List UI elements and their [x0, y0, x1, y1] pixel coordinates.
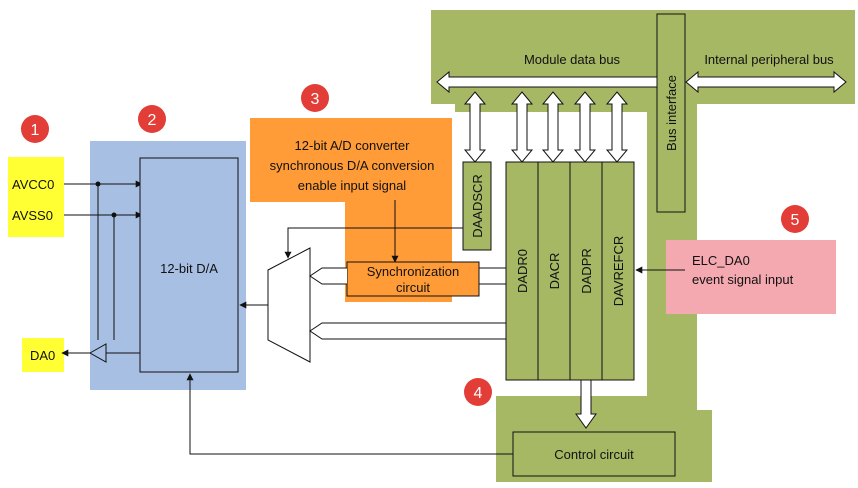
sync-circuit	[346, 261, 480, 297]
register-dacr-label: DACR	[547, 253, 562, 290]
badge-3-label: 3	[311, 91, 320, 108]
register-davrefcr	[601, 161, 635, 381]
module-bus-label: Module data bus	[524, 52, 621, 67]
badge-2: 2	[138, 105, 166, 133]
badge-5: 5	[781, 205, 809, 233]
elc-region	[666, 240, 836, 314]
dac-block-label: 12-bit D/A	[160, 261, 218, 276]
elc-line2: event signal input	[692, 272, 794, 287]
register-bus-arrows	[463, 91, 629, 163]
register-dadr0	[505, 161, 539, 381]
dac-block	[139, 157, 239, 373]
register-to-control-arrow	[575, 379, 597, 429]
sync-region	[250, 118, 452, 302]
register-dacr	[537, 161, 571, 381]
register-daadscr-label: DAADSCR	[470, 174, 485, 238]
sync-circuit-line2: circuit	[396, 280, 430, 295]
bus-interface	[656, 13, 686, 213]
badge-2-label: 2	[148, 112, 157, 129]
badge-4-label: 4	[474, 385, 483, 402]
module-region	[431, 10, 855, 482]
badge-4: 4	[464, 378, 492, 406]
register-davrefcr-label: DAVREFCR	[611, 236, 626, 307]
pin-region	[8, 157, 64, 237]
elc-line1: ELC_DA0	[692, 253, 750, 268]
bus-sync-to-mux	[309, 267, 347, 285]
register-daadscr	[462, 161, 492, 251]
control-circuit-label: Control circuit	[554, 447, 634, 462]
sync-input-line2: synchronous D/A conversion	[270, 158, 435, 173]
bus-dadr-to-mux	[309, 322, 506, 340]
pin-da-label: DA0	[30, 348, 55, 363]
badge-1: 1	[21, 115, 49, 143]
badge-3: 3	[301, 84, 329, 112]
mux-select-line	[284, 227, 465, 259]
bus-dadr-to-sync	[479, 267, 506, 285]
pin-avss-label: AVSS0	[12, 208, 53, 223]
pin-region-da	[22, 338, 64, 372]
control-to-dac-line	[186, 373, 513, 455]
sync-circuit-line1: Synchronization	[367, 264, 460, 279]
badge-1-label: 1	[31, 122, 40, 139]
bus-interface-label: Bus interface	[664, 75, 679, 151]
pin-avcc-label: AVCC0	[12, 177, 54, 192]
internal-bus-label: Internal peripheral bus	[704, 52, 834, 67]
sync-input-line1: 12-bit A/D converter	[295, 138, 411, 153]
register-dadpr-label: DADPR	[579, 248, 594, 294]
sync-input-line3: enable input signal	[298, 178, 407, 193]
internal-peripheral-bus	[685, 70, 847, 94]
register-dadr0-label: DADR0	[515, 249, 530, 293]
multiplexer	[267, 247, 311, 363]
badge-5-label: 5	[791, 212, 800, 229]
control-circuit	[512, 431, 676, 477]
